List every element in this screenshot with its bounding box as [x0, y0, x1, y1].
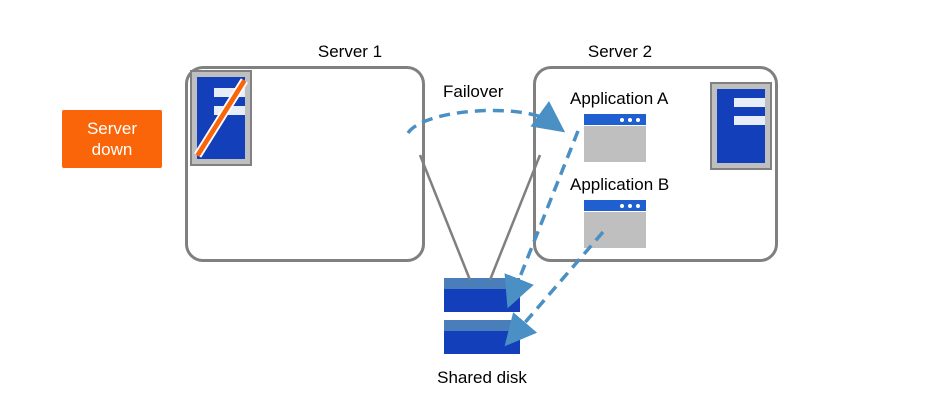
application-a-label: Application A: [570, 89, 669, 108]
disk-top-notch: [448, 302, 472, 307]
server2-tower-bar-2: [734, 116, 765, 125]
app-a-titlebar: [584, 114, 646, 126]
application-b-label: Application B: [570, 175, 670, 194]
connector-server1-to-disk: [418, 154, 472, 281]
app-b-titlebar: [584, 200, 646, 212]
server1-disabled-slash-icon: [194, 78, 248, 158]
server2-tower-icon: [710, 82, 772, 170]
server1-tower-icon: [190, 70, 252, 166]
shared-disk-top-icon: [444, 278, 520, 312]
app-a-dot-3: [620, 117, 624, 122]
shared-disk-label: Shared disk: [437, 368, 527, 387]
disk-bottom-notch: [448, 344, 472, 349]
disk-bottom-cap: [444, 320, 520, 331]
app-b-dot-1: [636, 203, 640, 208]
server1-tower-bar-1: [214, 88, 245, 97]
app-b-dot-3: [620, 203, 624, 208]
shared-disk-bottom-icon: [444, 320, 520, 354]
server2-title: Server 2: [587, 42, 653, 61]
disk-top-cap: [444, 278, 520, 289]
application-b-icon: [584, 200, 646, 248]
server-down-line2: down: [91, 140, 133, 159]
server-down-line1: Server: [86, 118, 138, 138]
app-a-dot-2: [628, 117, 632, 122]
app-b-dot-2: [628, 203, 632, 208]
failover-label: Failover: [443, 82, 504, 101]
server-down-badge: Server down: [62, 110, 162, 168]
app-a-dot-1: [636, 117, 640, 122]
failover-arrow: [406, 101, 566, 135]
application-a-icon: [584, 114, 646, 162]
server1-title: Server 1: [317, 42, 383, 61]
server2-tower-bar-1: [734, 98, 765, 107]
